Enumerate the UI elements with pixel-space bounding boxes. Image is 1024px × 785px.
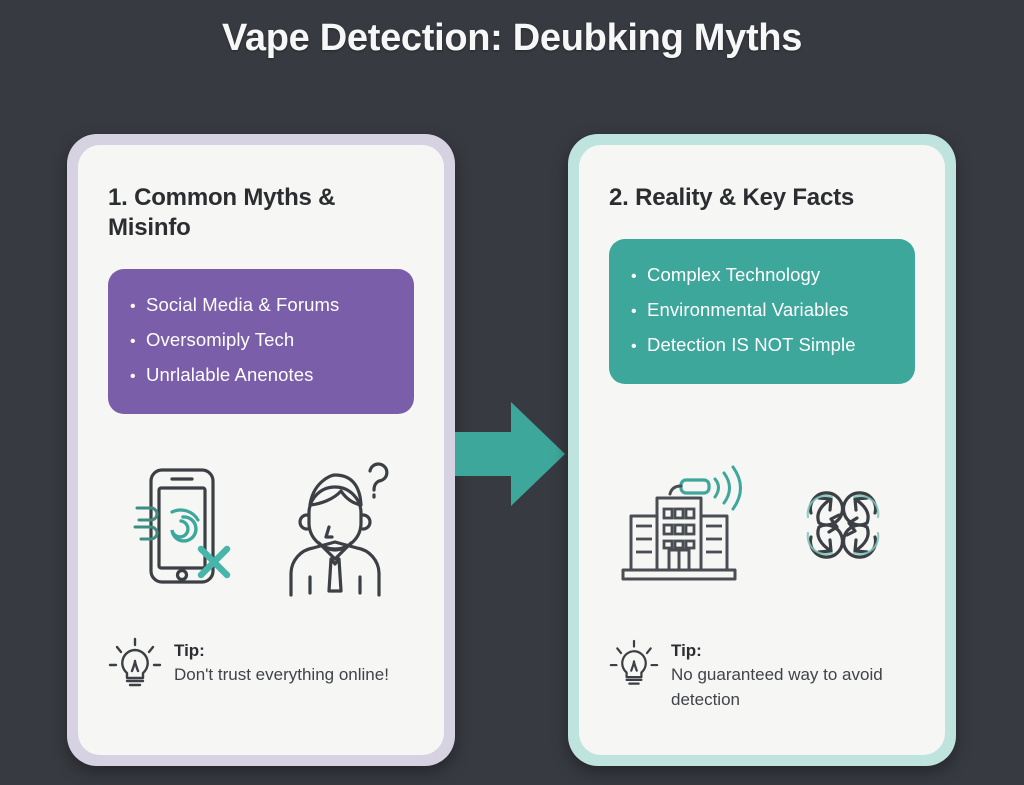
card-right-tip: Tip: No guaranteed way to avoid detectio… [609, 637, 921, 712]
list-item: • Environmental Variables [631, 293, 893, 328]
card-right-bullet-panel: • Complex Technology • Environmental Var… [609, 239, 915, 384]
list-item: • Detection IS NOT Simple [631, 328, 893, 363]
card-left-heading: 1. Common Myths & Misinfo [108, 184, 336, 241]
list-item-label: Detection IS NOT Simple [647, 334, 856, 355]
card-right-illustrations [579, 445, 945, 605]
sensor-device-icon [668, 478, 711, 496]
bullet-dot-icon: • [130, 368, 136, 385]
list-item: • Social Media & Forums [130, 288, 392, 323]
card-left-surface: 1. Common Myths & Misinfo • Social Media… [78, 145, 444, 755]
list-item-label: Complex Technology [647, 264, 821, 285]
card-reality-key-facts: 2. Reality & Key Facts • Complex Technol… [568, 134, 956, 766]
tip-body: No guaranteed way to avoid detection [671, 665, 883, 709]
confused-person-question-icon [289, 461, 389, 597]
x-mark-icon [197, 545, 231, 579]
tip-body: Don't trust everything online! [174, 665, 389, 684]
tip-text-block: Tip: Don't trust everything online! [174, 637, 389, 687]
page-title: Vape Detection: Deubking Myths [221, 17, 803, 59]
bullet-dot-icon: • [130, 333, 136, 350]
signal-waves-icon [713, 465, 742, 511]
circular-arrows-cycle-icon [806, 491, 880, 559]
bullet-dot-icon: • [130, 298, 136, 315]
bullet-dot-icon: • [631, 268, 637, 285]
bullet-dot-icon: • [631, 303, 637, 320]
arrow-right-icon [455, 402, 565, 506]
card-left-tip: Tip: Don't trust everything online! [108, 637, 420, 695]
list-item-label: Environmental Variables [647, 299, 849, 320]
question-mark-icon [368, 461, 389, 499]
tip-text-block: Tip: No guaranteed way to avoid detectio… [671, 637, 921, 712]
list-item-label: Social Media & Forums [146, 294, 340, 315]
card-left-bullet-panel: • Social Media & Forums • Oversomiply Te… [108, 269, 414, 414]
list-item: • Complex Technology [631, 258, 893, 293]
card-left-illustrations [78, 445, 444, 605]
list-item-label: Unrlalable Anenotes [146, 364, 314, 385]
lightbulb-icon [609, 639, 659, 685]
card-right-heading: 2. Reality & Key Facts [609, 184, 855, 211]
building-sensor-signal-icon [621, 465, 742, 581]
bullet-dot-icon: • [631, 338, 637, 355]
card-common-myths: 1. Common Myths & Misinfo • Social Media… [67, 134, 455, 766]
card-right-bullet-list: • Complex Technology • Environmental Var… [631, 258, 893, 363]
list-item: • Unrlalable Anenotes [130, 358, 392, 393]
list-item-label: Oversomiply Tech [146, 329, 295, 350]
tip-label: Tip: [671, 641, 702, 660]
tip-label: Tip: [174, 641, 205, 660]
lightbulb-icon [108, 637, 162, 687]
card-right-surface: 2. Reality & Key Facts • Complex Technol… [579, 145, 945, 755]
smartphone-vapor-x-icon [133, 468, 231, 584]
list-item: • Oversomiply Tech [130, 323, 392, 358]
card-left-bullet-list: • Social Media & Forums • Oversomiply Te… [130, 288, 392, 393]
